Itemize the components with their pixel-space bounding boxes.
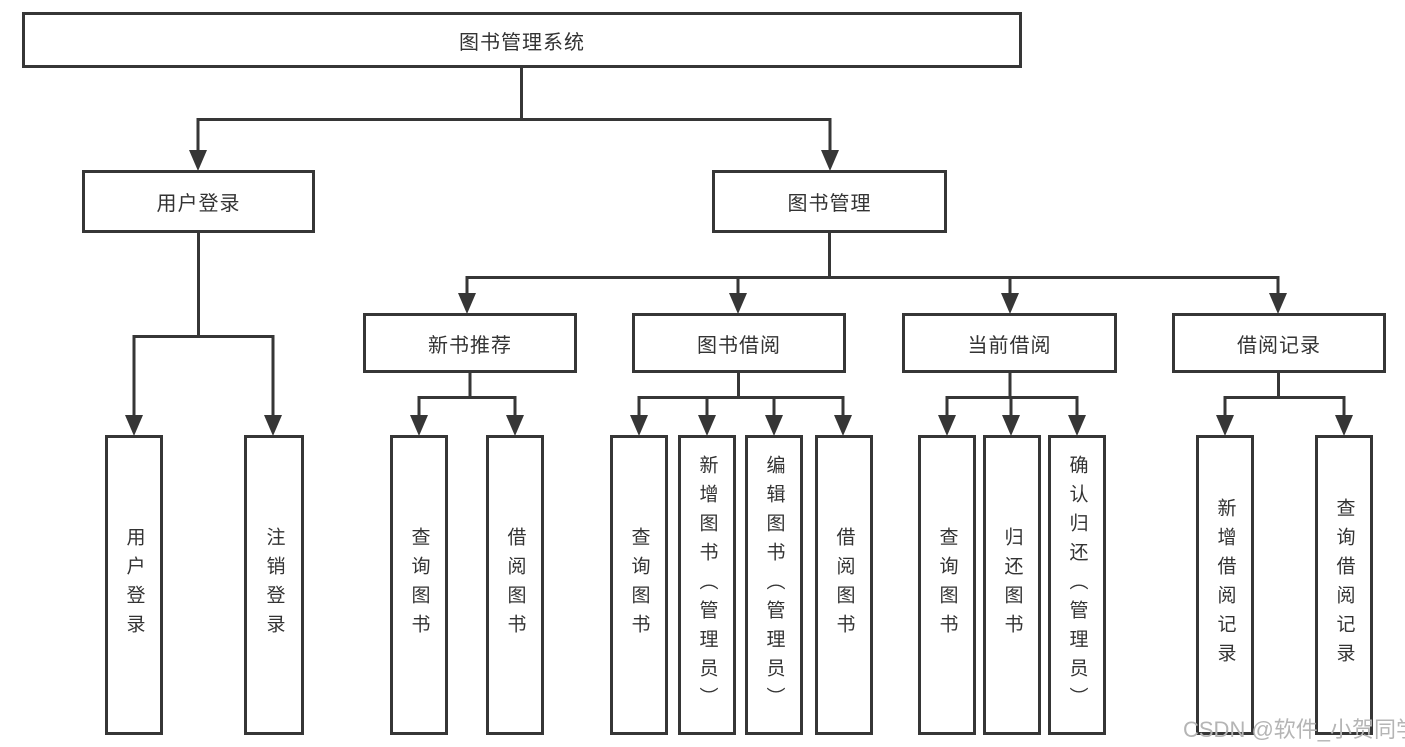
leaf-label: 归还图书 — [1001, 527, 1023, 643]
node-library-management-system: 图书管理系统 — [22, 12, 1022, 68]
leaf-label: 编辑图书（管理员） — [763, 454, 785, 716]
node-label: 图书管理系统 — [459, 31, 585, 54]
leaf-label: 借阅图书 — [504, 527, 526, 643]
leaf-label: 注销登录 — [263, 527, 285, 643]
node-label: 图书管理 — [787, 193, 872, 215]
leaf-user-login: 用户登录 — [105, 435, 163, 735]
leaf-search-books-current: 查询图书 — [918, 435, 976, 735]
leaf-label: 查询图书 — [936, 527, 958, 643]
leaf-logout: 注销登录 — [244, 435, 304, 735]
node-label: 新书推荐 — [428, 334, 512, 357]
node-label: 当前借阅 — [967, 334, 1052, 357]
leaf-label: 借阅图书 — [833, 527, 855, 643]
leaf-label: 查询借阅记录 — [1333, 498, 1355, 672]
node-borrowing-records: 借阅记录 — [1172, 313, 1386, 373]
leaf-search-books-borrowing: 查询图书 — [610, 435, 668, 735]
csdn-watermark: CSDN @软件_小贺同学 — [1183, 717, 1405, 742]
leaf-borrow-books-recommend: 借阅图书 — [486, 435, 544, 735]
node-label: 用户登录 — [156, 193, 241, 215]
leaf-edit-books-admin: 编辑图书（管理员） — [745, 435, 803, 735]
leaf-borrow-books: 借阅图书 — [815, 435, 873, 735]
leaf-label: 新增图书（管理员） — [696, 454, 718, 716]
leaf-confirm-return-admin: 确认归还（管理员） — [1048, 435, 1106, 735]
node-label: 图书借阅 — [697, 334, 781, 357]
leaf-label: 查询图书 — [408, 527, 430, 643]
leaf-add-books-admin: 新增图书（管理员） — [678, 435, 736, 735]
node-book-borrowing: 图书借阅 — [632, 313, 846, 373]
leaf-label: 查询图书 — [628, 527, 650, 643]
leaf-add-borrow-record: 新增借阅记录 — [1196, 435, 1254, 735]
leaf-label: 确认归还（管理员） — [1066, 454, 1088, 716]
leaf-label: 用户登录 — [123, 527, 145, 643]
node-label: 借阅记录 — [1237, 334, 1321, 357]
node-user-login: 用户登录 — [82, 170, 315, 233]
leaf-search-books-recommend: 查询图书 — [390, 435, 448, 735]
node-new-book-recommendation: 新书推荐 — [363, 313, 577, 373]
leaf-return-books: 归还图书 — [983, 435, 1041, 735]
node-current-borrowing: 当前借阅 — [902, 313, 1117, 373]
node-book-management: 图书管理 — [712, 170, 947, 233]
leaf-label: 新增借阅记录 — [1214, 498, 1236, 672]
leaf-search-borrow-record: 查询借阅记录 — [1315, 435, 1373, 735]
